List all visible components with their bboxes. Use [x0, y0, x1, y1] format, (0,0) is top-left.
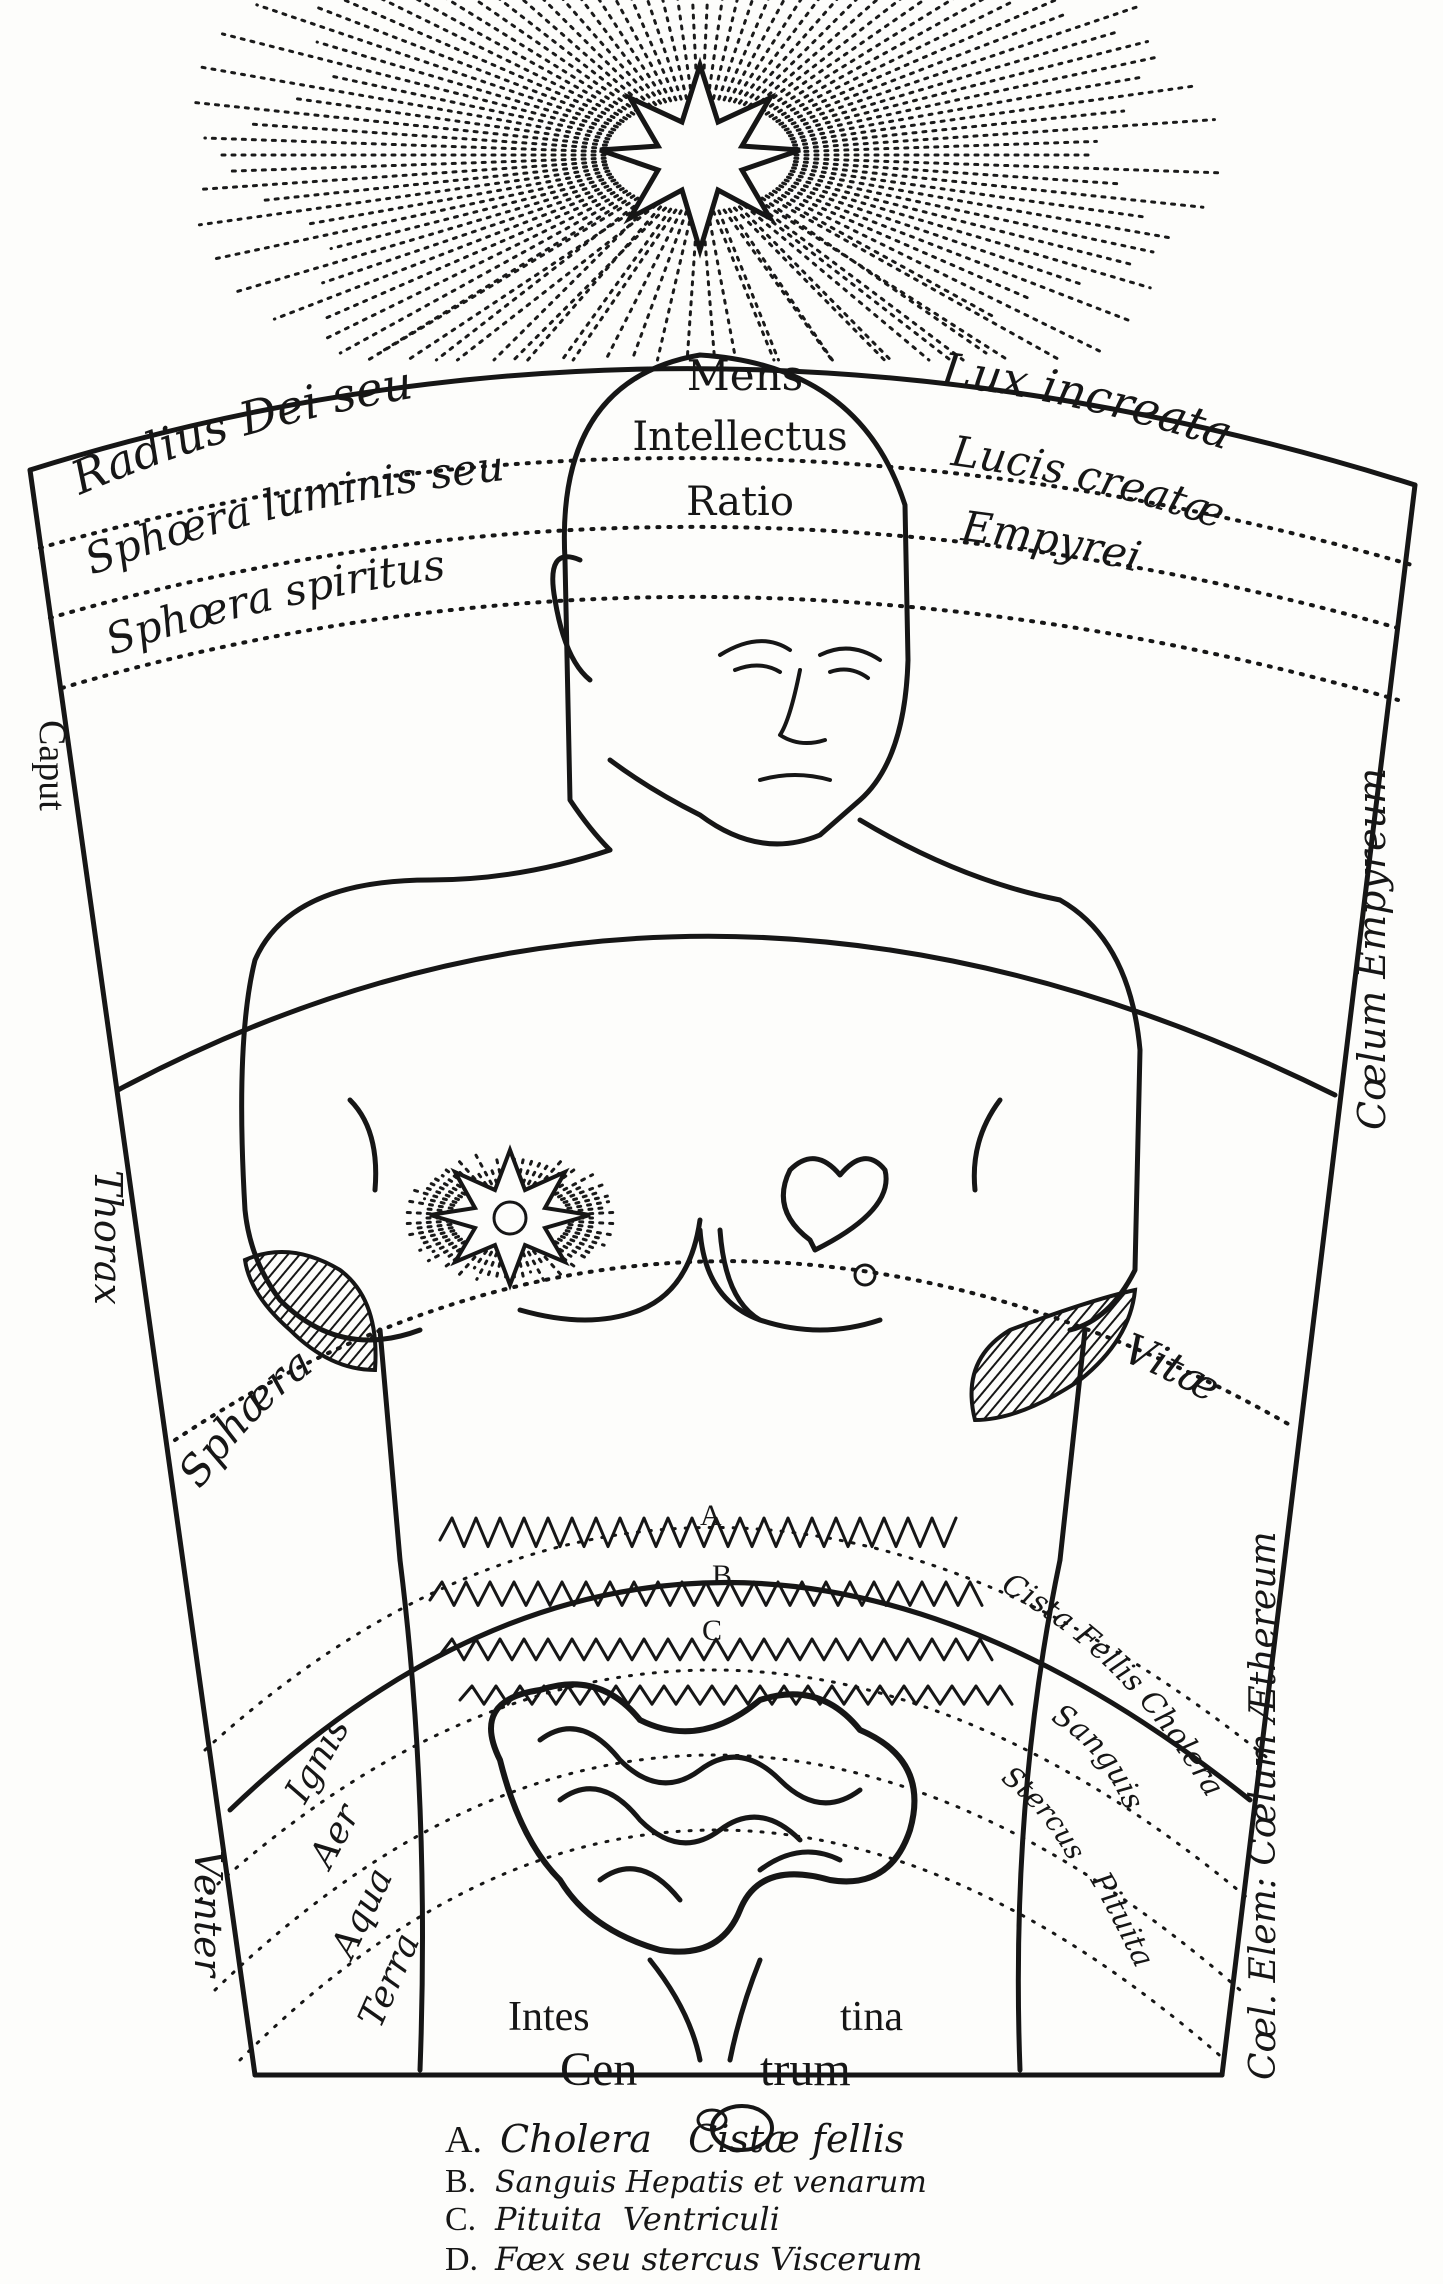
ray-line [719, 211, 779, 360]
ray-line [568, 1228, 614, 1236]
ray-line [378, 196, 634, 354]
legend-letter-b: B. [445, 2163, 476, 2200]
heart-icon [783, 1159, 886, 1250]
ray-line [404, 1201, 452, 1209]
ray-line [315, 7, 620, 125]
ray-line [657, 212, 691, 360]
band-center-3: Ratio [686, 479, 794, 525]
human-figure [242, 355, 1140, 2070]
ray-line [529, 1252, 544, 1280]
ray-line [340, 194, 630, 354]
ray-line [795, 141, 1097, 151]
legend-text-b: Sanguis Hepatis et venarum [495, 2165, 927, 2200]
ray-line [754, 202, 963, 360]
zigzag-layer [440, 1518, 956, 1547]
ray-line [349, 0, 634, 114]
label-trum: trum [760, 2043, 851, 2096]
ray-line [402, 1221, 450, 1224]
ray-line [604, 0, 681, 99]
label-venter: Venter [186, 1850, 230, 1980]
ray-line [413, 0, 638, 112]
ray-line [494, 204, 651, 360]
ray-line [749, 204, 950, 360]
heaven-bands: Radius Dei seu Sphœra luminis seu Sphœra… [62, 342, 1239, 664]
legend: A. Cholera Cistæ fellis B. Sanguis Hepat… [445, 2117, 927, 2278]
heart-ring [855, 1265, 875, 1285]
ray-line [791, 77, 1141, 139]
svg-text:Empyrei: Empyrei [958, 501, 1146, 581]
legend-letter-a: A. [445, 2119, 482, 2161]
ray-line [569, 1224, 598, 1227]
svg-text:Sphæra: Sphæra [168, 1338, 320, 1496]
label-intes: Intes [508, 1994, 590, 2040]
ray-line [326, 0, 627, 119]
legend-text-a: Cholera Cistæ fellis [500, 2117, 904, 2161]
chest-sun-icon [400, 1150, 619, 1285]
ray-line [523, 1159, 532, 1183]
svg-text:Pituita: Pituita [1083, 1865, 1161, 1972]
band-center-1: Mens [687, 351, 803, 400]
legend-text-c: Pituita Ventriculi [494, 2200, 780, 2238]
marker-a: A [700, 1499, 722, 1532]
abdomen-layers [430, 1518, 1012, 1704]
humour-cista-fellis: Cista Fellis Cholera [996, 1566, 1231, 1802]
band-center-2: Intellectus [632, 414, 847, 460]
label-caput: Caput [31, 720, 73, 811]
humour-pituita: Pituita [1083, 1865, 1161, 1972]
ray-line [788, 42, 1148, 133]
label-coelum-aethereum: Cœl. Elem: Cœlum Æthereum [1243, 1531, 1284, 2080]
svg-text:Cista Fellis Cholera: Cista Fellis Cholera [996, 1566, 1231, 1802]
svg-text:Vitæ: Vitæ [1116, 1324, 1228, 1412]
ray-line [228, 158, 606, 171]
label-cen: Cen [560, 2043, 637, 2096]
ray-line [783, 183, 1085, 285]
ray-line [777, 189, 1031, 300]
label-tina: tina [840, 1994, 903, 2040]
marker-b: B [712, 1559, 732, 1592]
band-right-3: Empyrei [958, 501, 1146, 581]
ray-line [714, 211, 774, 360]
ray-line [236, 180, 615, 292]
ray-line [744, 205, 929, 360]
ray-line [491, 1167, 497, 1183]
ray-line [566, 1231, 600, 1239]
ray-line [252, 124, 606, 148]
ray-line [329, 76, 610, 136]
legend-text-d: Fœx seu stercus Viscerum [494, 2240, 922, 2278]
marker-c: C [702, 1614, 722, 1647]
divine-sun [196, 0, 1218, 360]
label-coelum-empyreum: Cœlum Empyreum [1350, 768, 1394, 1130]
label-sphaera: Sphæra [168, 1338, 320, 1496]
ray-line [734, 208, 884, 360]
ray-line [570, 1221, 620, 1224]
ray-line [210, 174, 610, 260]
right-arm-stump [972, 1290, 1135, 1420]
label-vitae: Vitæ [1116, 1324, 1228, 1412]
legend-letter-c: C. [445, 2201, 476, 2238]
label-thorax: Thorax [86, 1170, 130, 1305]
left-arm-stump [245, 1252, 376, 1370]
ray-line [325, 189, 623, 319]
ray-line [385, 0, 642, 110]
ray-line [488, 1253, 496, 1275]
ray-line [408, 1228, 452, 1235]
ray-line [789, 56, 1160, 136]
ray-line [754, 0, 983, 108]
ray-line [476, 1155, 491, 1184]
ray-line [417, 1224, 451, 1228]
legend-letter-d: D. [445, 2241, 478, 2278]
ray-line [457, 205, 655, 360]
zigzag-layer [430, 1582, 982, 1605]
